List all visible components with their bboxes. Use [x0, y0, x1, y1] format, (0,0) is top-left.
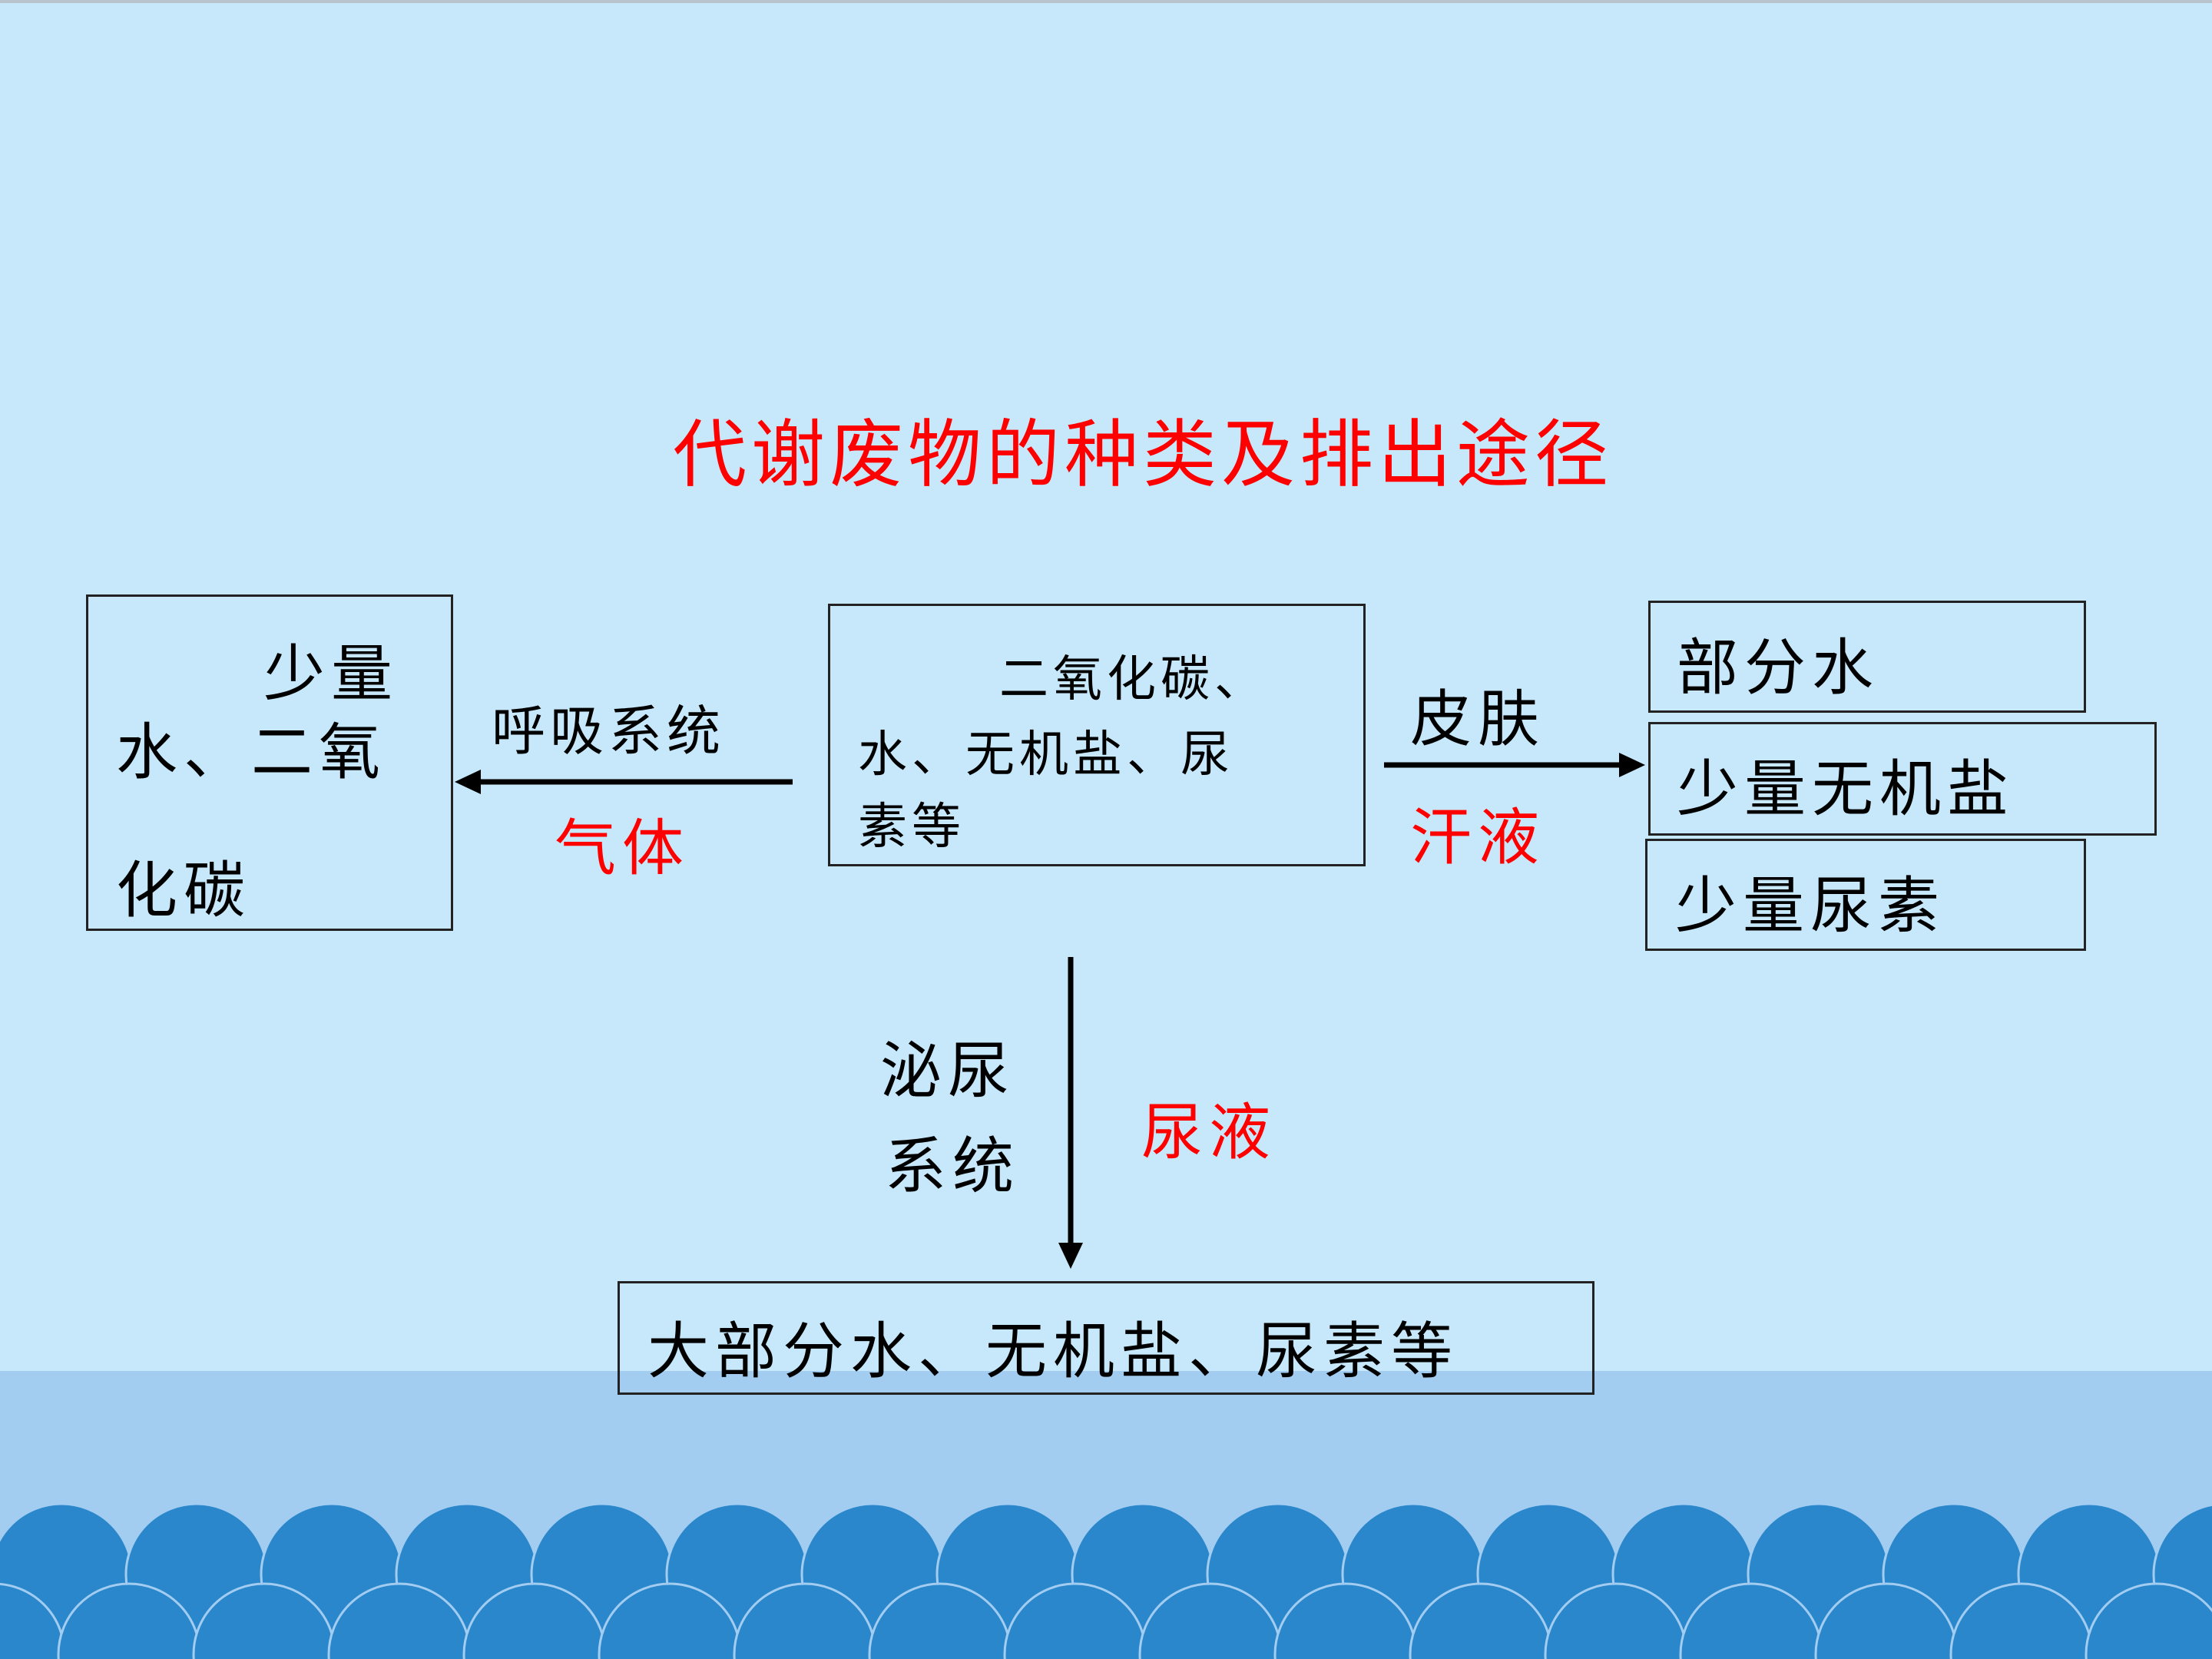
right-box-3: 少量尿素: [1645, 839, 2086, 951]
right-arrow-system-label: 皮肤: [1410, 684, 1545, 755]
right-arrow-product-label: 汗液: [1410, 802, 1545, 873]
right-box-1-label: 部分水: [1677, 632, 1879, 704]
center-box: 二氧化碳、 水、无机盐、尿 素等: [828, 604, 1366, 866]
left-box-line2: 水、二氧: [116, 717, 386, 788]
left-arrow-system-label: 呼吸系统: [492, 700, 725, 763]
right-box-1: 部分水: [1648, 601, 2086, 713]
left-box: 少量 水、二氧 化碳: [86, 594, 453, 931]
down-arrow-system-line1: 泌尿: [880, 1035, 1015, 1107]
center-box-line3: 素等: [858, 799, 965, 856]
top-border: [0, 0, 2212, 3]
right-arrow: [1384, 753, 1645, 777]
left-arrow-product-label: 气体: [555, 813, 690, 884]
down-arrow-product-label: 尿液: [1141, 1097, 1277, 1168]
right-box-3-label: 少量尿素: [1675, 870, 1945, 942]
left-box-line3: 化碳: [116, 855, 251, 926]
right-box-2: 少量无机盐: [1648, 722, 2157, 836]
right-box-2-label: 少量无机盐: [1677, 753, 2015, 825]
left-box-line1: 少量: [263, 638, 399, 710]
bottom-box-label: 大部分水、无机盐、尿素等: [647, 1316, 1459, 1387]
down-arrow: [1058, 957, 1083, 1269]
center-box-line1: 二氧化碳、: [999, 651, 1268, 708]
page-title: 代谢废物的种类及排出途径: [673, 412, 1613, 498]
wave-scallop: [2085, 1582, 2212, 1659]
down-arrow-system-line2: 系统: [885, 1131, 1020, 1202]
bottom-box: 大部分水、无机盐、尿素等: [618, 1281, 1594, 1395]
left-arrow: [455, 770, 793, 794]
center-box-line2: 水、无机盐、尿: [858, 727, 1234, 783]
